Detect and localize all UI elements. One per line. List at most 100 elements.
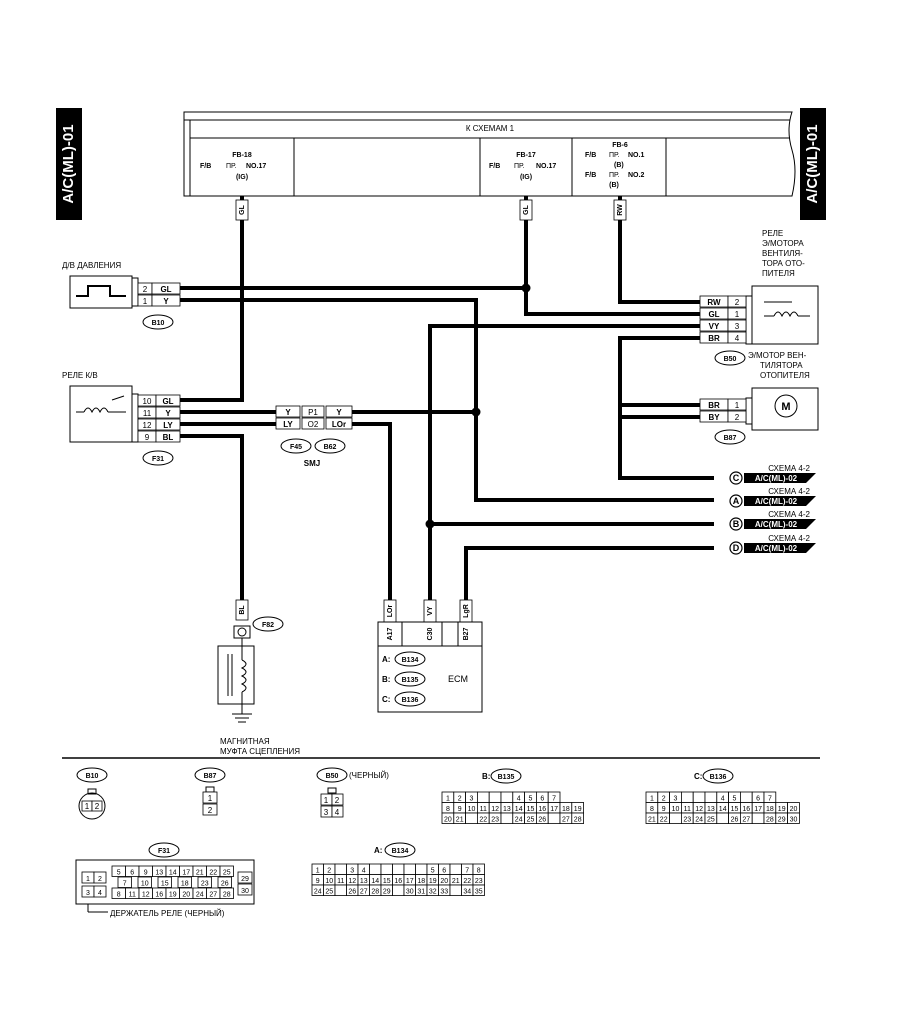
legend-pin: 4: [721, 796, 725, 803]
ref-letter: D: [733, 543, 740, 553]
ref-d: СХЕМА 4-2 D A/C(ML)-02: [729, 534, 816, 555]
legend-pin-cell: [472, 884, 485, 896]
legend-pin: 1: [446, 796, 450, 803]
ref-letter: A: [733, 496, 740, 506]
legend-pin: 15: [161, 881, 169, 888]
legend-pin: 22: [463, 878, 471, 885]
svg-text:RW: RW: [617, 204, 624, 216]
legend-pin-cell: [669, 812, 682, 824]
legend-pin-cell: [681, 791, 694, 803]
wire-label-vy-ecm: VY: [423, 599, 437, 623]
legend-pin: 27: [209, 892, 217, 899]
fb6-pr2: ПР.: [609, 172, 619, 179]
svg-text:LgR: LgR: [463, 604, 470, 618]
legend-pin: 6: [130, 870, 134, 877]
legend-pin: 9: [316, 878, 320, 885]
fb17-fb: F/B: [489, 163, 500, 170]
ecm-pin: A17: [387, 627, 394, 640]
legend-pin: 17: [406, 878, 414, 885]
legend-pin-cell: [403, 863, 416, 875]
legend-pin: 13: [360, 878, 368, 885]
legend-pin: 28: [574, 817, 582, 824]
fb6-no1: NO.1: [628, 152, 644, 159]
wire-br-ref-c: [618, 336, 714, 480]
legend-pin: 21: [196, 870, 204, 877]
legend-pin: 14: [169, 870, 177, 877]
legend-pin: 9: [458, 806, 462, 813]
side-tag-left-text: A/C(ML)-01: [60, 124, 77, 203]
legend-pin: 8: [650, 806, 654, 813]
legend-pin-cell: [547, 812, 561, 824]
legend-pin-cell: [392, 884, 405, 896]
legend-pin: 15: [731, 806, 739, 813]
junction-dot: [425, 519, 435, 529]
clutch-label: МУФТА СЦЕПЛЕНИЯ: [220, 747, 300, 756]
smj-pin: O2: [308, 420, 319, 429]
blower-motor-wire: BY: [708, 413, 720, 422]
ref-scheme: СХЕМА 4-2: [768, 487, 810, 496]
legend-pin: 10: [141, 881, 149, 888]
legend-pin: 9: [662, 806, 666, 813]
legend-pin-cell: [157, 876, 172, 888]
legend-pin-cell: [488, 791, 502, 803]
legend-pin: 3: [86, 890, 90, 897]
legend-pin: 24: [515, 817, 523, 824]
blower-motor-wire: BR: [708, 401, 720, 410]
connector-f31: F31: [152, 456, 164, 463]
legend-pin-cell: [197, 876, 212, 888]
legend-pin: 12: [695, 806, 703, 813]
legend-pin: 8: [477, 868, 481, 875]
legend-pin: 29: [241, 876, 249, 883]
legend-b136-id: B136: [710, 774, 727, 781]
legend-pin: 11: [684, 806, 691, 813]
legend-pin: 22: [479, 817, 487, 824]
ref-scheme: СХЕМА 4-2: [768, 534, 810, 543]
legend-pin-cell: [380, 863, 393, 875]
connector-b10: B10: [152, 320, 165, 327]
wire-lor: [352, 422, 392, 620]
legend-pin-cell: [137, 876, 152, 888]
legend-pin: 2: [662, 796, 666, 803]
ref-target: A/C(ML)-02: [755, 497, 798, 506]
legend-pin: 12: [491, 806, 499, 813]
blower-relay-pin: 2: [735, 298, 740, 307]
wire-label-bl-clutch: BL: [235, 599, 249, 621]
ecm-connector-prefix: C:: [382, 695, 390, 704]
legend-pin: 4: [98, 890, 102, 897]
legend-pin: 18: [766, 806, 774, 813]
legend-pin: 18: [562, 806, 570, 813]
legend-pin: 13: [707, 806, 715, 813]
legend-pin: 21: [648, 817, 656, 824]
legend-pin: 6: [540, 796, 544, 803]
legend-pin: 2: [98, 876, 102, 883]
legend-pin: 21: [456, 817, 464, 824]
fb18-name: FB-18: [232, 152, 252, 159]
ecm: A17 C30 B27 A: B134 B: B135 C: B136 ECM: [377, 621, 483, 713]
legend-pin-cell: [716, 812, 729, 824]
connector-b134: B134: [402, 657, 419, 664]
legend-pin: 1: [85, 802, 90, 811]
legend-pin-cell: [476, 791, 490, 803]
legend-pin: 20: [182, 892, 190, 899]
legend-pin: 24: [196, 892, 204, 899]
legend-pin: 23: [475, 878, 483, 885]
legend-pin: 11: [129, 892, 136, 899]
legend-pin: 26: [221, 881, 229, 888]
fb6-fb2: F/B: [585, 172, 596, 179]
ecm-label: ECM: [448, 674, 468, 684]
side-tag-left: A/C(ML)-01: [56, 108, 82, 220]
legend-pin-cell: [369, 863, 382, 875]
ac-relay-pin: 11: [143, 409, 152, 418]
legend-pin: 7: [465, 868, 469, 875]
ref-scheme: СХЕМА 4-2: [768, 510, 810, 519]
legend-pin: 3: [324, 808, 329, 817]
junction-dot: [521, 283, 531, 293]
legend-pin: 34: [463, 889, 471, 896]
junction-dot: [471, 407, 481, 417]
legend-pin: 12: [142, 892, 150, 899]
